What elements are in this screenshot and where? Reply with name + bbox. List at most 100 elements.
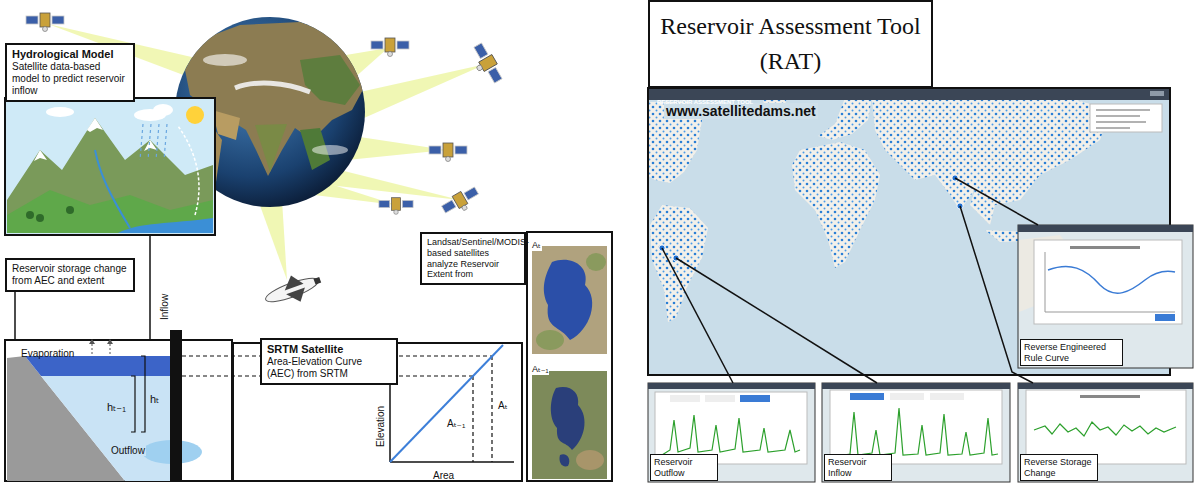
inflow-screenshot-part bbox=[890, 393, 924, 400]
satellite-images-part bbox=[559, 454, 569, 466]
inflow-screenshot-part bbox=[822, 383, 1010, 482]
process-box: Hydrological ModelSatellite data-based m… bbox=[5, 43, 135, 102]
area-label-holder: Aₜ bbox=[497, 395, 509, 413]
satellite-images-part bbox=[576, 450, 604, 470]
satellite-images-part bbox=[544, 260, 592, 340]
box-heading: Hydrological Model bbox=[12, 48, 128, 61]
rule-curve-screenshot-part bbox=[1070, 246, 1140, 249]
water-cycle-illustration-part bbox=[144, 140, 157, 151]
axis-label-holder: Area bbox=[432, 465, 455, 483]
inflow-screenshot-part bbox=[850, 393, 884, 400]
world-map-part bbox=[659, 175, 963, 261]
water-cycle-illustration-part bbox=[7, 118, 213, 233]
area-elevation-chart-part bbox=[390, 461, 514, 463]
process-box: SRTM SatelliteArea-Elevation Curve (AEC)… bbox=[260, 338, 398, 385]
world-map-part bbox=[1096, 110, 1150, 128]
satellite-images-part bbox=[527, 232, 612, 481]
flow-label: Inflow bbox=[159, 293, 170, 321]
satellite-icons-part bbox=[467, 41, 505, 87]
rule-curve-screenshot bbox=[1018, 225, 1193, 368]
satellite-images-part bbox=[536, 330, 564, 350]
image-label-holder: Aₜ bbox=[531, 234, 542, 252]
box-text: Reservoir storage change from AEC and ex… bbox=[12, 263, 128, 287]
outflow-screenshot-part bbox=[670, 395, 700, 402]
water-cycle-illustration-part bbox=[178, 126, 199, 215]
inflow-screenshot bbox=[822, 383, 1010, 482]
outflow-screenshot bbox=[648, 383, 815, 482]
storage-change-screenshot-part bbox=[1026, 390, 1186, 464]
world-map-part-part bbox=[1096, 121, 1146, 123]
outflow-screenshot-part bbox=[705, 395, 735, 402]
water-cycle-illustration-part bbox=[7, 190, 213, 233]
world-map-part bbox=[1150, 91, 1164, 96]
satellite-images-part bbox=[532, 371, 607, 479]
image-label-holder: Aₜ₋₁ bbox=[531, 358, 549, 376]
box-text: Area-Elevation Curve (AEC) from SRTM bbox=[267, 356, 391, 380]
inflow-screenshot-part bbox=[822, 383, 1010, 389]
screenshot-panel: Reservoir Inflow bbox=[822, 383, 1010, 483]
process-label: Evaporation bbox=[20, 348, 75, 359]
water-cycle-illustration-part bbox=[66, 206, 74, 214]
connector-line bbox=[955, 178, 1038, 225]
screenshot-panel: Reservoir Outflow bbox=[648, 383, 815, 483]
leader-lines-part bbox=[149, 235, 151, 340]
connector-line bbox=[676, 258, 877, 383]
map-panel: www.satellitedams.net bbox=[648, 88, 1170, 375]
header-text-holder: RESERVOIR ASSESSMENT TOOL bbox=[656, 90, 754, 108]
box-text: Satellite data-based model to predict re… bbox=[12, 61, 128, 97]
satellite-beams-part bbox=[258, 200, 287, 280]
world-map-part-part bbox=[1096, 109, 1150, 111]
area-label-holder: Aₜ₋₁ bbox=[446, 413, 466, 431]
satellite-beams-part bbox=[360, 64, 486, 118]
water-cycle-illustration-part bbox=[186, 106, 204, 124]
reservoir-section-part bbox=[25, 356, 170, 376]
rule-curve-screenshot-part bbox=[1018, 225, 1193, 368]
outflow-screenshot-part bbox=[648, 383, 815, 389]
storage-change-screenshot-part bbox=[1018, 383, 1193, 482]
level-label-holder: hₜ₋₁ bbox=[106, 397, 127, 415]
water-cycle-illustration-part-part bbox=[140, 124, 143, 160]
box-text: Landsat/Sentinel/MODIS-based satellites … bbox=[427, 237, 519, 280]
reservoir-section-part bbox=[170, 330, 182, 481]
world-map-part bbox=[1090, 104, 1162, 132]
space-shuttle-part bbox=[314, 277, 322, 285]
reservoir-section-part bbox=[5, 340, 232, 481]
satellite-icons-part bbox=[371, 38, 409, 57]
title-text: Reservoir Assessment Tool (RAT) bbox=[656, 9, 925, 79]
reservoir-section-part bbox=[141, 356, 145, 432]
area-elevation-chart-part bbox=[390, 345, 503, 462]
globe-part-part bbox=[312, 145, 348, 155]
area-elevation-chart-part-part bbox=[472, 376, 473, 462]
inflow-screenshot-part bbox=[838, 408, 998, 456]
image-label: Aₜ bbox=[531, 241, 542, 251]
panel-caption: Reverse Storage Change bbox=[1020, 454, 1098, 481]
storage-change-screenshot-part bbox=[1080, 395, 1140, 398]
water-cycle-illustration-part bbox=[87, 118, 103, 132]
header-text: RESERVOIR ASSESSMENT TOOL bbox=[656, 99, 754, 106]
reservoir-section-part bbox=[131, 376, 135, 432]
reservoir-section-part bbox=[41, 376, 170, 481]
satellite-icons-part bbox=[379, 198, 413, 215]
space-shuttle bbox=[261, 267, 325, 313]
water-cycle-illustration-part bbox=[46, 107, 74, 117]
outflow-screenshot-part bbox=[740, 395, 770, 402]
inflow-screenshot-part bbox=[930, 393, 964, 400]
flow-label: Outflow bbox=[110, 445, 146, 456]
url-text: www.satellitedams.net bbox=[664, 103, 818, 119]
water-cycle-illustration-part bbox=[95, 150, 130, 228]
level-label: hₜ₋₁ bbox=[106, 401, 127, 413]
axis-label: Area bbox=[432, 470, 455, 481]
rule-curve-screenshot-part bbox=[1034, 240, 1182, 324]
box-heading: SRTM Satellite bbox=[267, 343, 391, 356]
globe-part-part bbox=[300, 55, 360, 105]
water-cycle-illustration-part bbox=[36, 214, 44, 222]
storage-change-screenshot-part bbox=[1034, 422, 1176, 436]
satellite-images-part bbox=[532, 246, 607, 354]
rule-curve-screenshot-part bbox=[1018, 225, 1193, 232]
area-elevation-chart-part-part bbox=[491, 356, 492, 462]
outflow-screenshot-part bbox=[648, 383, 815, 482]
level-label: hₜ bbox=[149, 393, 160, 405]
panel-caption: Reservoir Inflow bbox=[824, 454, 892, 481]
